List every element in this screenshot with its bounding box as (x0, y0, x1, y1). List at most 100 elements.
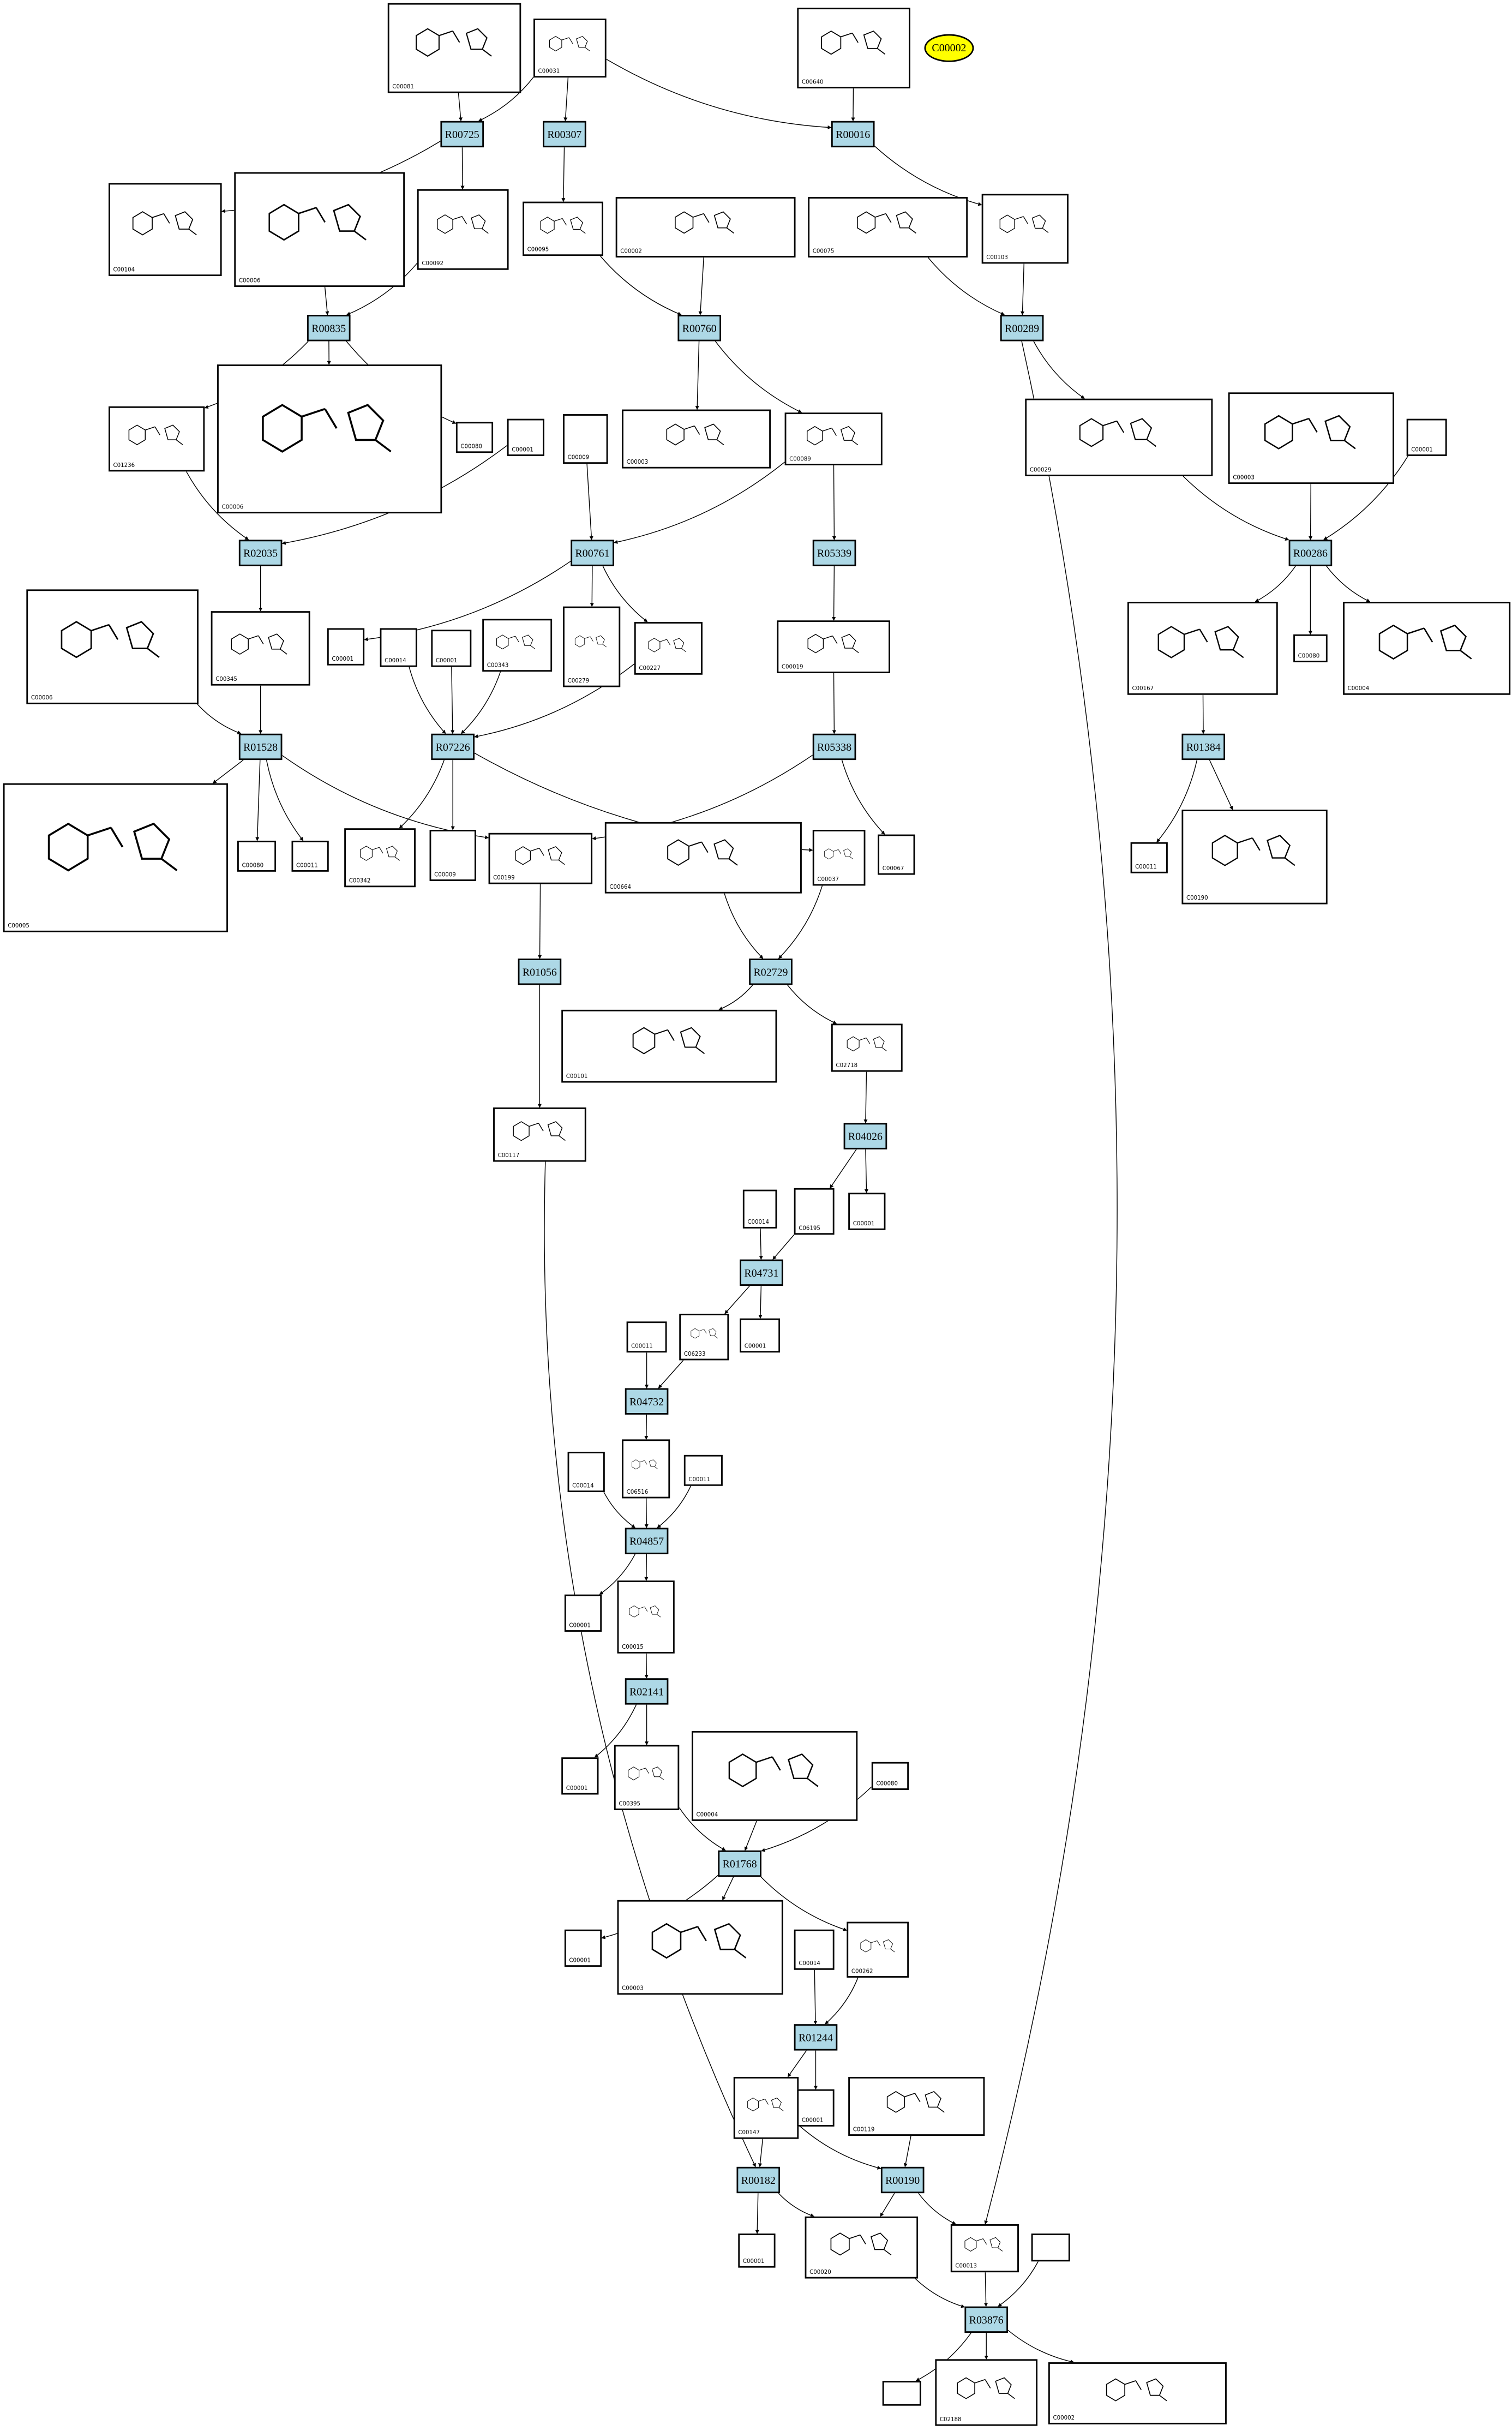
compound-node-C00002[interactable]: C00002 (615, 197, 796, 258)
reaction-node-R00289[interactable]: R00289 (1000, 315, 1044, 342)
reaction-node-R01528[interactable]: R01528 (238, 733, 283, 761)
compound-node-C06233[interactable]: C06233 (679, 1314, 729, 1361)
compound-node-C00020[interactable]: C00020 (805, 2216, 919, 2279)
compound-node-C00011[interactable]: C00011 (291, 840, 329, 872)
compound-node-C00075[interactable]: C00075 (808, 197, 968, 258)
compound-node-C00031[interactable]: C00031 (533, 19, 607, 78)
compound-node-C00227[interactable]: C00227 (634, 622, 703, 675)
compound-node-C00006[interactable]: C00006 (234, 172, 405, 287)
compound-node-C00001[interactable]: C00001 (564, 1929, 602, 1967)
compound-node-C00279[interactable]: C00279 (563, 606, 621, 687)
compound-node-C00002[interactable]: C00002 (1048, 2362, 1227, 2424)
compound-node-C00006[interactable]: C00006 (217, 364, 442, 514)
compound-node-C00199[interactable]: C00199 (488, 833, 593, 884)
target-compound-C00002[interactable]: C00002 (924, 34, 974, 62)
reaction-node-R00725[interactable]: R00725 (440, 121, 484, 148)
compound-node-C00101[interactable]: C00101 (561, 1009, 777, 1083)
compound-node-C00092[interactable]: C00092 (417, 189, 509, 270)
compound-node-C00119[interactable]: C00119 (848, 2076, 985, 2136)
compound-node-C00095[interactable]: C00095 (523, 201, 603, 256)
compound-node-C00001[interactable]: C00001 (431, 630, 472, 667)
compound-node-C00003[interactable]: C00003 (617, 1900, 783, 1995)
compound-node-C00015[interactable]: C00015 (617, 1580, 675, 1654)
compound-node-C00014[interactable]: C00014 (380, 628, 417, 667)
reaction-node-R04026[interactable]: R04026 (843, 1123, 887, 1149)
compound-node-C00067[interactable]: C00067 (878, 834, 915, 875)
compound-node-C00117[interactable]: C00117 (493, 1107, 586, 1162)
compound-node-C00005[interactable]: C00005 (3, 783, 228, 932)
compound-node-C00081[interactable]: C00081 (387, 3, 521, 93)
compound-node-C00001[interactable]: C00001 (740, 1318, 781, 1353)
reaction-node-R04731[interactable]: R04731 (740, 1259, 783, 1286)
compound-node-C00147[interactable]: C00147 (733, 2076, 799, 2139)
compound-node-C00262[interactable]: C00262 (847, 1921, 909, 1978)
compound-node-C00343[interactable]: C00343 (482, 619, 553, 672)
compound-node-C00103[interactable]: C00103 (981, 194, 1069, 264)
reaction-node-R04857[interactable]: R04857 (625, 1528, 669, 1554)
reaction-node-R01384[interactable]: R01384 (1181, 733, 1226, 761)
compound-node-C00001[interactable]: C00001 (507, 418, 544, 456)
compound-node-C00167[interactable]: C00167 (1127, 602, 1278, 695)
reaction-node-R00190[interactable]: R00190 (880, 2166, 925, 2194)
compound-node-C00395[interactable]: C00395 (614, 1745, 680, 1810)
reaction-node-R07226[interactable]: R07226 (431, 733, 475, 761)
reaction-node-R02729[interactable]: R02729 (749, 959, 793, 985)
compound-node-C00080[interactable]: C00080 (871, 1762, 909, 1790)
compound-node-C00004[interactable]: C00004 (1343, 602, 1511, 695)
compound-node-C00104[interactable]: C00104 (109, 183, 222, 277)
compound-node-C00001[interactable]: C00001 (738, 2234, 776, 2268)
compound-node-C00001[interactable]: C00001 (561, 1757, 599, 1795)
reaction-node-R00835[interactable]: R00835 (307, 315, 351, 342)
compound-node-C00009[interactable]: C00009 (563, 414, 608, 464)
compound-node-C00640[interactable]: C00640 (797, 8, 910, 89)
compound-node-C00003[interactable]: C00003 (1228, 392, 1394, 484)
compound-node-C00014[interactable]: C00014 (742, 1189, 777, 1229)
compound-node-C00001[interactable]: C00001 (327, 628, 365, 666)
compound-node-C00014[interactable]: C00014 (567, 1452, 605, 1493)
reaction-node-R05338[interactable]: R05338 (812, 733, 856, 761)
reaction-node-R00016[interactable]: R00016 (831, 121, 875, 148)
compound-node-C00345[interactable]: C00345 (211, 611, 310, 686)
compound-node-C00080[interactable]: C00080 (1293, 634, 1328, 663)
reaction-node-R05339[interactable]: R05339 (812, 540, 856, 566)
compound-node-C02718[interactable]: C02718 (831, 1023, 903, 1072)
reaction-node-R04732[interactable]: R04732 (625, 1388, 669, 1415)
compound-node-C00029[interactable]: C00029 (1025, 398, 1213, 476)
compound-node-empty[interactable] (1031, 2234, 1070, 2262)
compound-node-C00001[interactable]: C00001 (1406, 418, 1447, 456)
compound-node-C01236[interactable]: C01236 (109, 406, 205, 472)
compound-node-C00080[interactable]: C00080 (237, 840, 277, 872)
reaction-node-R02141[interactable]: R02141 (625, 1678, 669, 1705)
compound-node-C00006[interactable]: C00006 (26, 589, 199, 704)
reaction-node-R03876[interactable]: R03876 (964, 2306, 1009, 2333)
compound-node-C00011[interactable]: C00011 (626, 1321, 667, 1353)
compound-node-C06195[interactable]: C06195 (794, 1188, 835, 1235)
compound-node-C00342[interactable]: C00342 (344, 828, 416, 888)
compound-node-C00001[interactable]: C00001 (797, 2089, 835, 2127)
reaction-node-R00761[interactable]: R00761 (571, 540, 614, 566)
compound-node-empty[interactable] (882, 2381, 921, 2406)
compound-node-C00190[interactable]: C00190 (1181, 810, 1328, 905)
compound-node-C00004[interactable]: C00004 (692, 1731, 858, 1821)
compound-node-C02188[interactable]: C02188 (935, 2359, 1038, 2426)
compound-node-C00664[interactable]: C00664 (604, 822, 802, 894)
compound-node-C00009[interactable]: C00009 (429, 830, 476, 881)
reaction-node-R00182[interactable]: R00182 (736, 2166, 781, 2194)
compound-node-C00001[interactable]: C00001 (564, 1594, 602, 1632)
compound-node-C00003[interactable]: C00003 (622, 409, 771, 469)
reaction-node-R00760[interactable]: R00760 (677, 315, 722, 342)
compound-node-C00001[interactable]: C00001 (848, 1193, 886, 1230)
compound-node-C00014[interactable]: C00014 (794, 1929, 835, 1970)
reaction-node-R01244[interactable]: R01244 (794, 2024, 838, 2051)
reaction-node-R01768[interactable]: R01768 (718, 1850, 761, 1877)
compound-node-C00011[interactable]: C00011 (1130, 842, 1168, 873)
compound-node-C00037[interactable]: C00037 (812, 830, 866, 886)
reaction-node-R02035[interactable]: R02035 (238, 540, 283, 566)
reaction-node-R01056[interactable]: R01056 (518, 959, 562, 985)
compound-node-C00013[interactable]: C00013 (950, 2224, 1019, 2273)
compound-node-C00089[interactable]: C00089 (784, 412, 883, 465)
compound-node-C00019[interactable]: C00019 (777, 620, 890, 673)
compound-node-C06516[interactable]: C06516 (622, 1439, 670, 1499)
reaction-node-R00307[interactable]: R00307 (543, 121, 586, 148)
compound-node-C00080[interactable]: C00080 (455, 422, 494, 453)
